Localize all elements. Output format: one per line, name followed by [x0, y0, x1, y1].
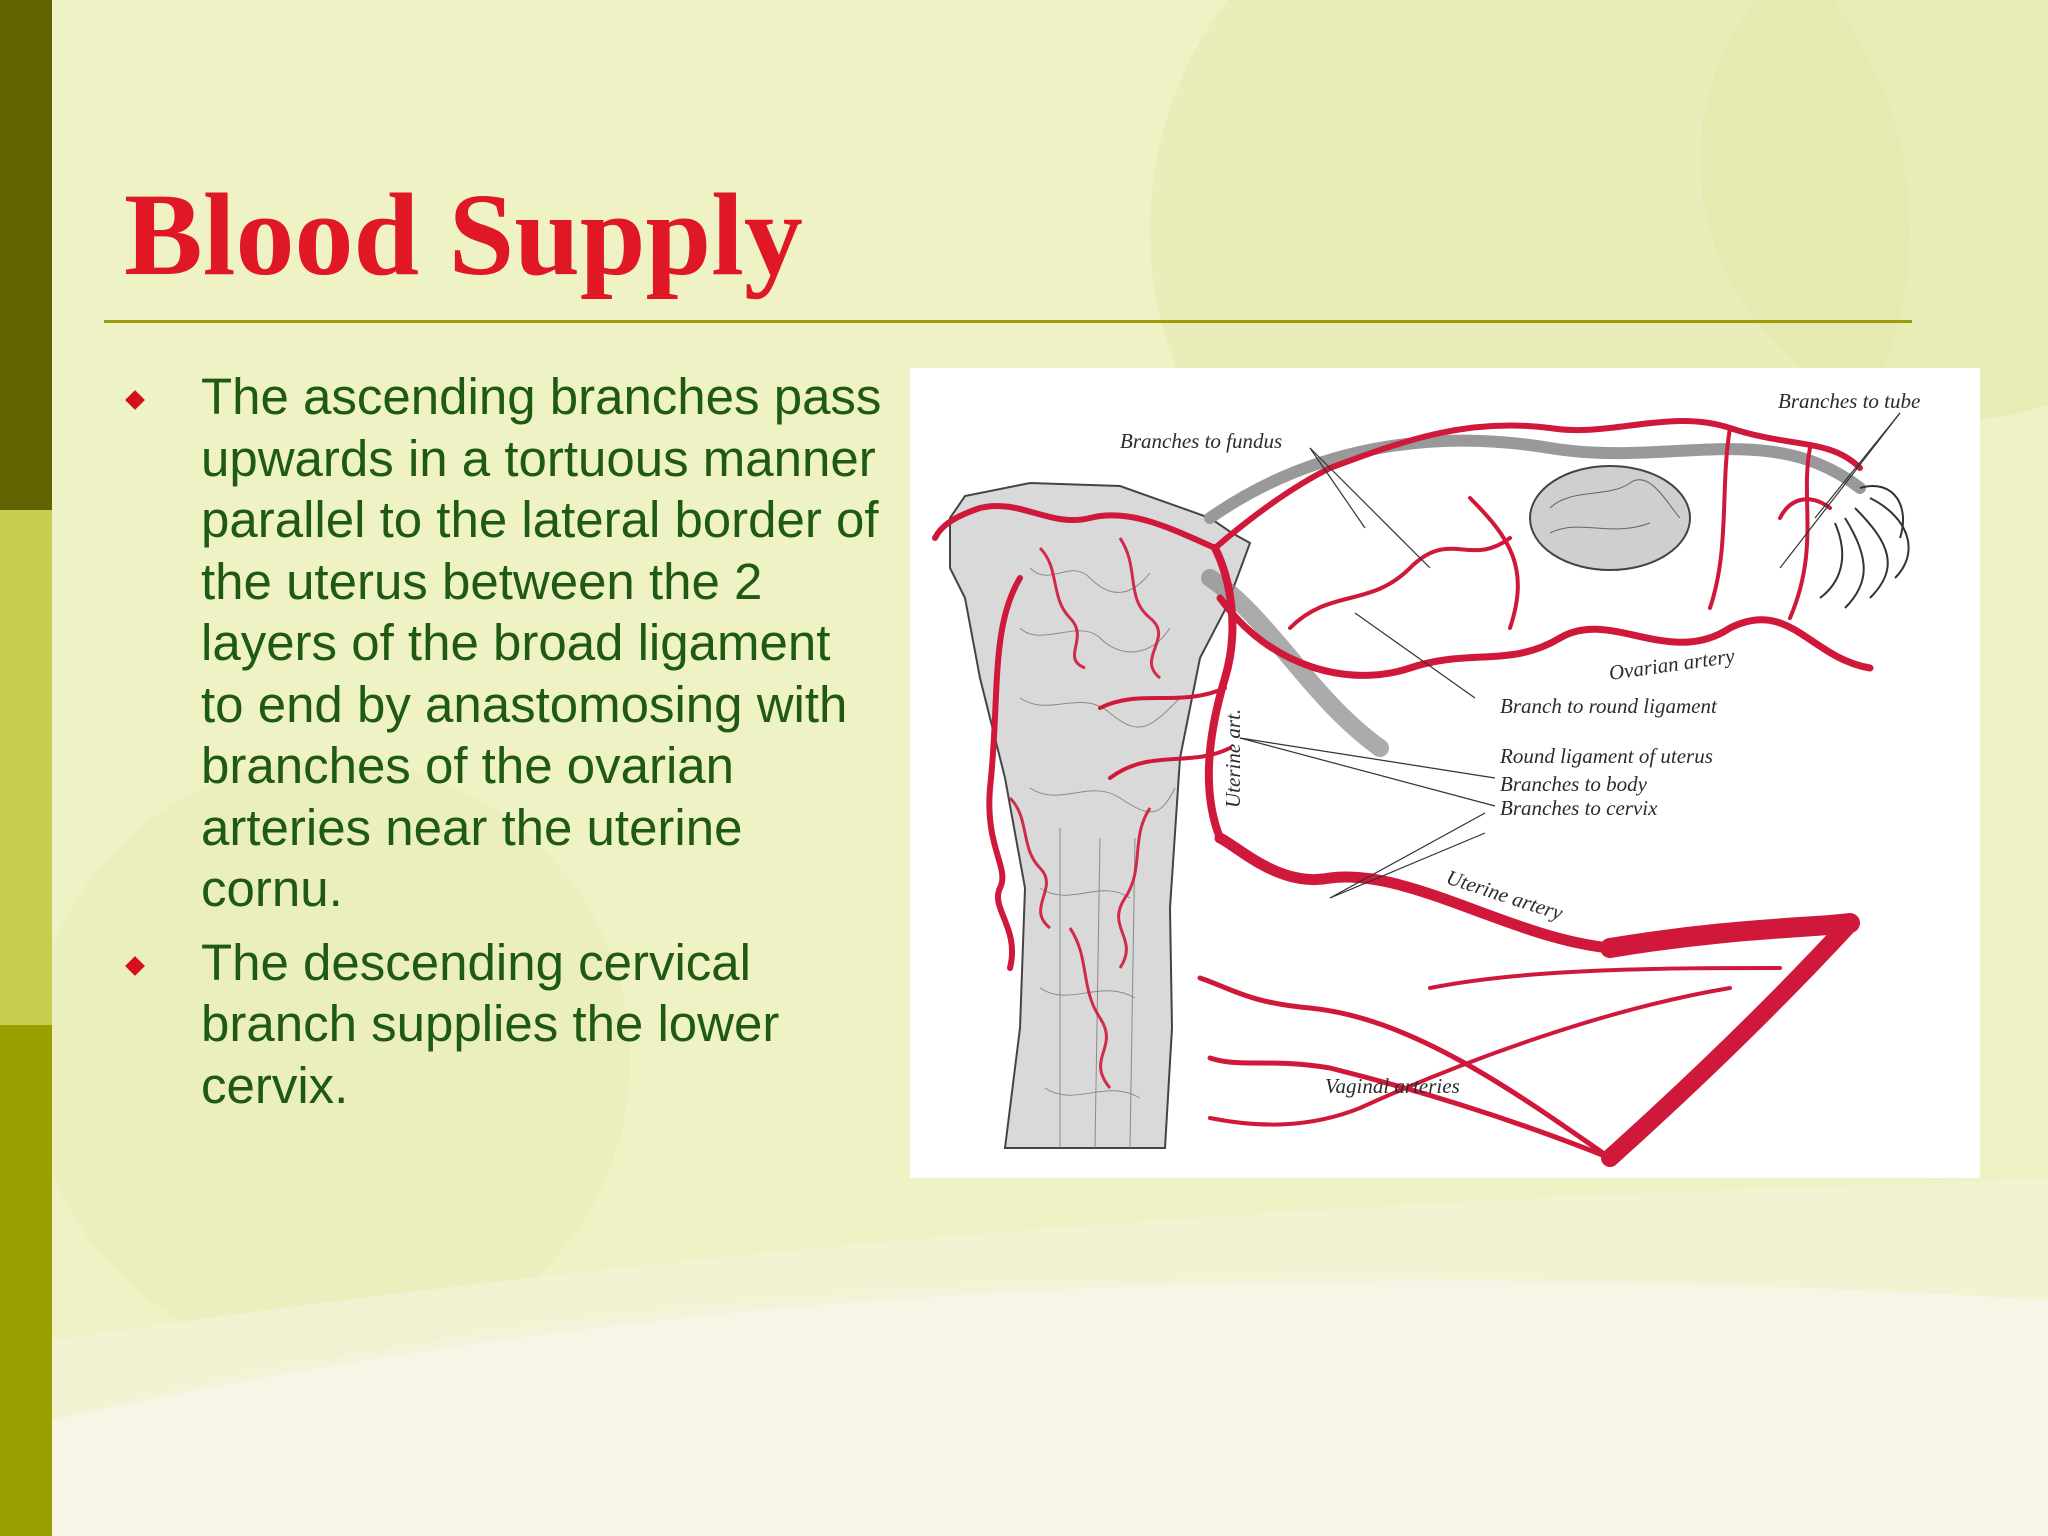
bullet-item: The descending cervical branch supplies … [125, 932, 886, 1117]
label-uterine-art: Uterine art. [1221, 709, 1245, 808]
ovary [1529, 465, 1691, 571]
label-ovarian-artery: Ovarian artery [1607, 643, 1736, 684]
bullet-list: The ascending branches pass upwards in a… [125, 366, 886, 1128]
label-vaginal-arteries: Vaginal arteries [1325, 1074, 1460, 1098]
fallopian-tube [1204, 434, 1866, 524]
fimbriae [1819, 485, 1910, 609]
label-branches-to-tube: Branches to tube [1778, 389, 1920, 413]
accent-stripe-light [0, 510, 52, 1025]
bullet-text: The descending cervical branch supplies … [201, 933, 780, 1114]
uterine-blood-supply-illustration: Branches to tube Branches to fundus Ovar… [910, 368, 1980, 1178]
diamond-bullet-icon [125, 955, 145, 976]
label-branches-to-cervix: Branches to cervix [1500, 796, 1658, 820]
label-branches-to-fundus: Branches to fundus [1120, 429, 1282, 453]
label-branch-to-round-ligament: Branch to round ligament [1500, 694, 1718, 718]
bullet-text: The ascending branches pass upwards in a… [201, 368, 882, 917]
title-divider [104, 320, 1912, 323]
arteries [932, 418, 1874, 1167]
bullet-item: The ascending branches pass upwards in a… [125, 366, 886, 920]
slide-title: Blood Supply [124, 169, 803, 300]
uterus-body [949, 481, 1252, 1149]
accent-stripe-mid [0, 1025, 52, 1536]
label-round-ligament-of-uterus: Round ligament of uterus [1499, 744, 1713, 768]
accent-stripe-dark [0, 0, 52, 510]
diamond-bullet-icon [125, 390, 145, 410]
anatomical-drawing: Branches to tube Branches to fundus Ovar… [932, 389, 1920, 1167]
label-branches-to-body: Branches to body [1500, 772, 1648, 796]
